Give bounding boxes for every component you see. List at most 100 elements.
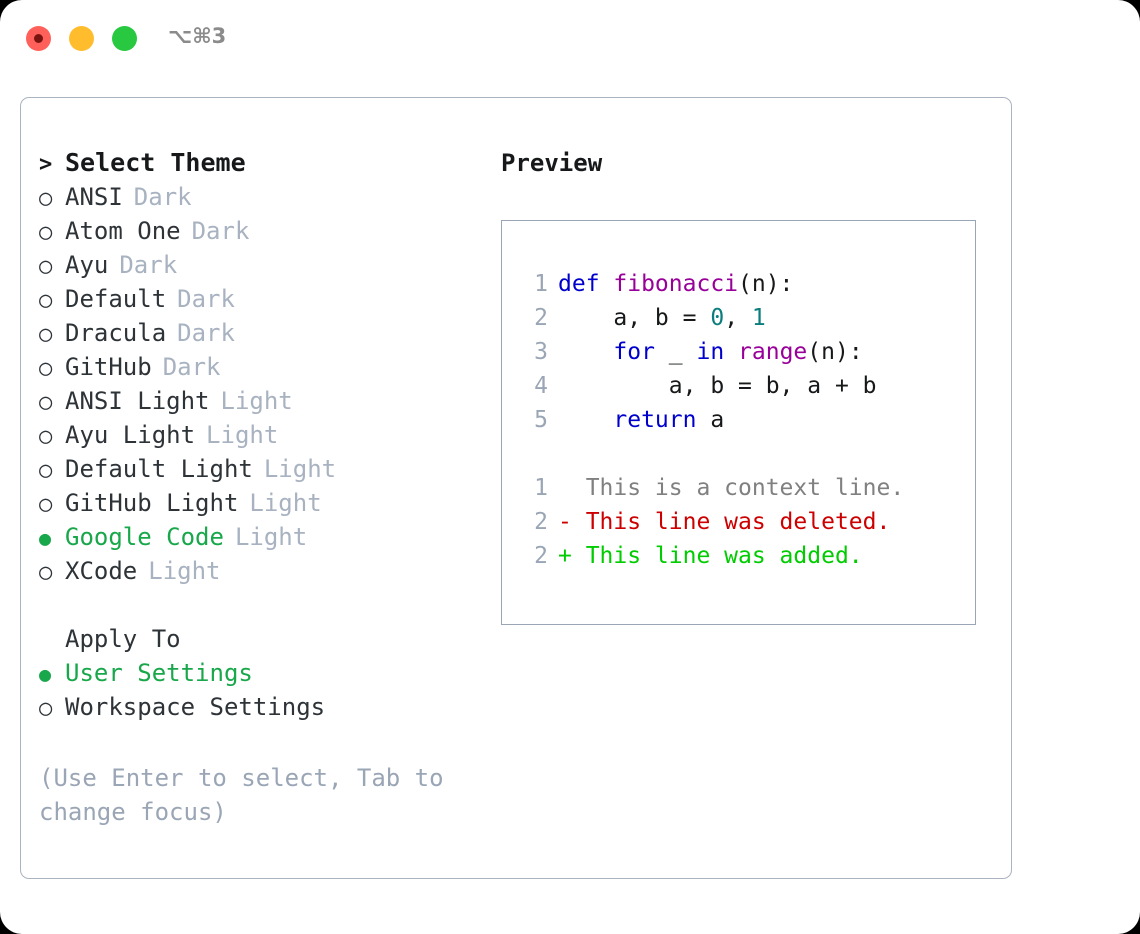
line-number: 4: [534, 373, 548, 399]
apply-to-label: User Settings: [65, 659, 253, 687]
radio-unselected-icon: ○: [39, 492, 53, 517]
window-title: ⌥⌘3: [168, 24, 227, 48]
code-line: 2 a, b = 0, 1: [520, 301, 904, 335]
spacer-marker: ○: [39, 624, 65, 658]
line-number: 5: [534, 407, 548, 433]
code-token: 0: [710, 305, 725, 331]
theme-name: Ayu: [65, 251, 109, 279]
apply-to-label: Workspace Settings: [65, 693, 326, 721]
keyboard-hint-line2: change focus): [39, 798, 227, 826]
traffic-light-controls: [26, 26, 137, 51]
code-line: 3 for _ in range(n):: [520, 335, 904, 369]
line-number: 3: [534, 339, 548, 365]
theme-list-item[interactable]: ○ Ayu Dark: [39, 248, 479, 282]
theme-variant: Dark: [119, 251, 178, 279]
radio-unselected-icon: ○: [39, 560, 53, 585]
radio-unselected-icon: ○: [39, 254, 53, 279]
theme-list-item[interactable]: ○ ANSI Dark: [39, 180, 479, 214]
theme-list-item[interactable]: ○ GitHub Light Light: [39, 486, 479, 520]
theme-variant: Light: [148, 557, 221, 585]
radio-unselected-icon: ○: [39, 424, 53, 449]
apply-to-title: Apply To: [65, 625, 181, 653]
theme-variant: Dark: [162, 353, 221, 381]
code-token: for: [613, 339, 655, 365]
code-token: fibonacci: [613, 271, 739, 297]
radio-unselected-icon: ○: [39, 186, 53, 211]
code-token: def: [558, 271, 614, 297]
code-token: (n):: [807, 339, 863, 365]
code-token: a, b =: [558, 305, 711, 331]
theme-variant: Light: [249, 489, 322, 517]
theme-variant: Dark: [177, 319, 235, 347]
apply-to-heading: ○ Apply To: [39, 622, 479, 656]
minimize-window-button[interactable]: [69, 26, 94, 51]
theme-picker-heading-label: Select Theme: [65, 148, 246, 177]
radio-unselected-icon: ○: [39, 288, 53, 313]
code-token: 1: [751, 305, 766, 331]
radio-unselected-icon: ○: [39, 322, 53, 347]
theme-name: Default: [65, 285, 167, 313]
zoom-window-button[interactable]: [112, 26, 137, 51]
theme-list-item[interactable]: ○ Default Light Light: [39, 452, 479, 486]
apply-to-list: ● User Settings ○ Workspace Settings: [39, 656, 479, 724]
theme-list-item[interactable]: ○ XCode Light: [39, 554, 479, 588]
apply-to-option[interactable]: ● User Settings: [39, 656, 479, 690]
code-token: in: [696, 339, 725, 365]
diff-line: 2 - This line was deleted.: [520, 505, 904, 539]
code-blank-line: [520, 437, 904, 471]
code-token: [724, 339, 738, 365]
radio-selected-icon: ●: [39, 662, 52, 686]
theme-variant: Dark: [177, 285, 235, 313]
radio-unselected-icon: ○: [39, 356, 53, 381]
radio-unselected-icon: ○: [39, 390, 53, 415]
preview-title: Preview: [501, 149, 603, 177]
line-number: 2: [534, 509, 548, 535]
theme-list-item[interactable]: ○ Default Dark: [39, 282, 479, 316]
code-line: 4 a, b = b, a + b: [520, 369, 904, 403]
theme-name: Ayu Light: [65, 421, 196, 449]
keyboard-hint: (Use Enter to select, Tab to change focu…: [39, 761, 459, 829]
theme-picker-heading: > Select Theme: [39, 146, 479, 180]
line-number: 2: [534, 305, 548, 331]
theme-variant: Dark: [133, 183, 192, 211]
theme-variant: Light: [263, 455, 337, 483]
code-token: range: [738, 339, 808, 365]
keyboard-hint-line1: (Use Enter to select, Tab to: [39, 764, 444, 792]
prompt-caret-icon: >: [39, 152, 53, 177]
theme-list-item[interactable]: ○ Ayu Light Light: [39, 418, 479, 452]
theme-variant: Dark: [191, 217, 250, 245]
theme-list-item[interactable]: ○ Dracula Dark: [39, 316, 479, 350]
code-token: [558, 407, 613, 433]
title-bar: ⌥⌘3: [0, 0, 1140, 78]
diff-text: - This line was deleted.: [558, 509, 891, 535]
diff-line: 1 This is a context line.: [520, 471, 904, 505]
theme-list-item[interactable]: ○ GitHub Dark: [39, 350, 479, 384]
close-window-button[interactable]: [26, 26, 51, 51]
line-number: 1: [534, 271, 548, 297]
theme-name: GitHub Light: [65, 489, 239, 517]
diff-line: 2+ This line was added.: [520, 539, 904, 573]
theme-variant: Light: [234, 523, 308, 551]
radio-unselected-icon: ○: [39, 696, 53, 721]
line-number: 1: [534, 475, 548, 501]
code-line: 5 return a: [520, 403, 904, 437]
theme-variant: Light: [206, 421, 279, 449]
radio-unselected-icon: ○: [39, 458, 53, 483]
theme-name: GitHub: [65, 353, 152, 381]
theme-name: XCode: [65, 557, 138, 585]
apply-to-option[interactable]: ○ Workspace Settings: [39, 690, 479, 724]
theme-name: Default Light: [65, 455, 253, 483]
theme-name: Dracula: [65, 319, 167, 347]
theme-name: Atom One: [65, 217, 181, 245]
line-number: 2: [534, 543, 548, 569]
code-token: a: [696, 407, 725, 433]
theme-name: ANSI: [65, 183, 123, 211]
